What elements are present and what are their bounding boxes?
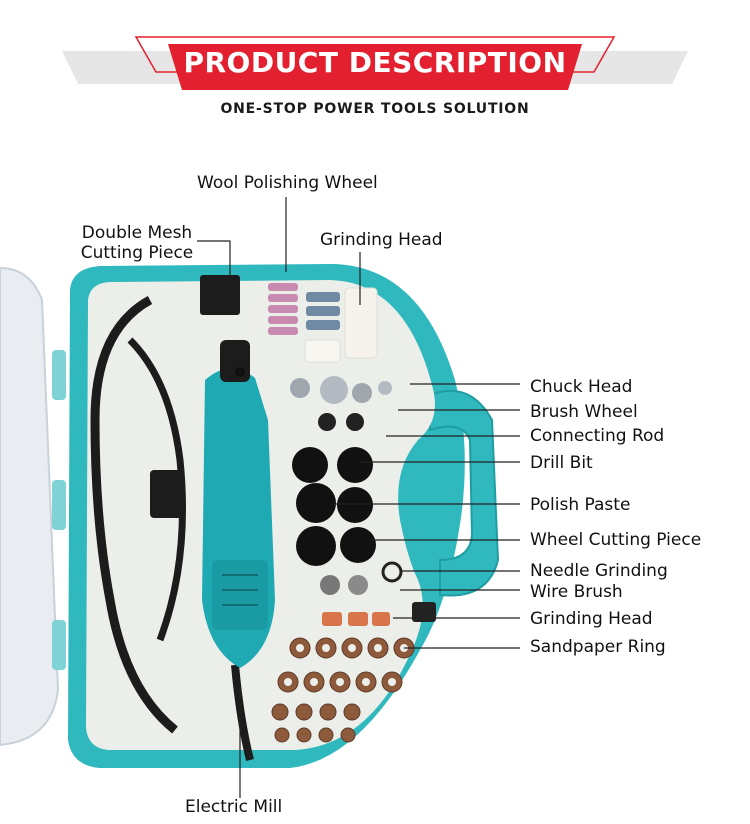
label-drill-bit: Drill Bit [530, 453, 593, 473]
label-chuck-head: Chuck Head [530, 377, 633, 397]
label-double-mesh-line1: Double Mesh [81, 223, 193, 243]
label-double-mesh: Double Mesh Cutting Piece [77, 223, 197, 263]
label-wire-brush: Wire Brush [530, 582, 623, 602]
banner-graphic [62, 36, 688, 90]
label-needle-grinding: Needle Grinding [530, 561, 668, 581]
case-lid [0, 266, 60, 747]
label-double-mesh-line2: Cutting Piece [80, 243, 194, 263]
label-connecting-rod: Connecting Rod [530, 426, 665, 446]
header-banner: PRODUCT DESCRIPTION ONE-STOP POWER TOOLS… [0, 0, 750, 130]
label-sandpaper-ring: Sandpaper Ring [530, 637, 666, 657]
banner-subtitle: ONE-STOP POWER TOOLS SOLUTION [220, 101, 530, 117]
banner-title: PRODUCT DESCRIPTION [183, 46, 567, 79]
label-grinding-head-top: Grinding Head [320, 230, 443, 250]
label-wool-polishing-wheel: Wool Polishing Wheel [197, 173, 378, 193]
label-electric-mill: Electric Mill [185, 797, 283, 817]
leader-lines [197, 197, 520, 798]
label-polish-paste: Polish Paste [530, 495, 631, 515]
label-grinding-head-bottom: Grinding Head [530, 609, 653, 629]
label-brush-wheel: Brush Wheel [530, 402, 638, 422]
case-handle [429, 389, 500, 597]
label-wheel-cutting-piece: Wheel Cutting Piece [530, 530, 702, 550]
